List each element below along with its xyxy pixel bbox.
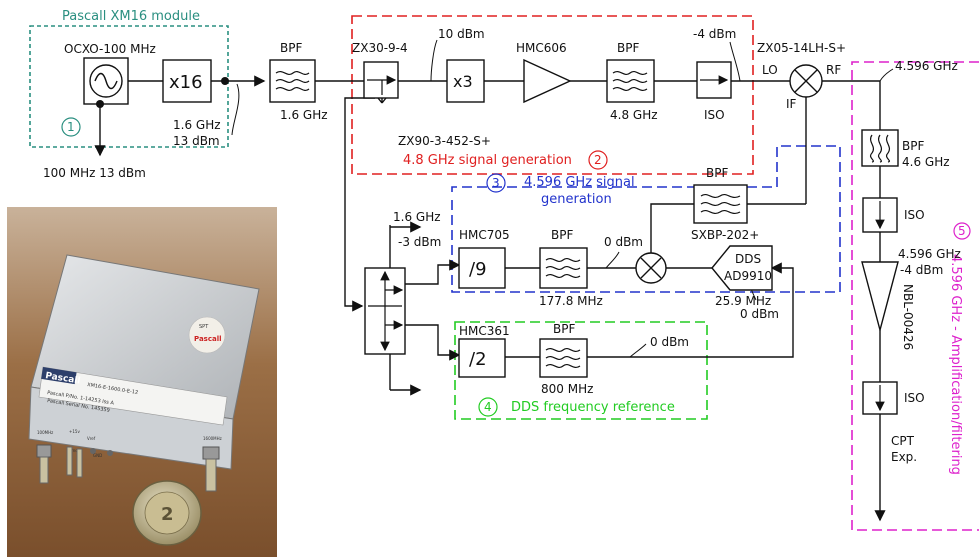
bpf5-label: BPF: [706, 166, 728, 180]
coupler-out-level: 10 dBm: [438, 27, 485, 41]
dds-part: AD9910: [724, 269, 772, 283]
bpf4-freq: 177.8 MHz: [539, 294, 603, 308]
amp2-label: NBL-00426: [901, 284, 915, 350]
bpf3-freq: 4.6 GHz: [902, 155, 950, 169]
cpt-exp-label: Exp.: [891, 450, 917, 464]
section3-title-line1: 4.596 GHz signal: [524, 175, 635, 190]
div2-out-level: 0 dBm: [650, 335, 689, 349]
port-label-gnd: GND: [93, 453, 102, 458]
bpf2-label: BPF: [617, 41, 639, 55]
mixer1-label: ZX05-14LH-S+: [757, 41, 846, 55]
port-label-1600mhz: 1600MHz: [203, 436, 222, 441]
bpf3-label: BPF: [902, 139, 924, 153]
divider-2-label: /2: [469, 349, 487, 370]
coin-value: 2: [161, 504, 174, 525]
ocxo-label: OCXO-100 MHz: [64, 42, 156, 56]
bpf6-freq: 800 MHz: [541, 382, 593, 396]
bpf1-label: BPF: [280, 41, 302, 55]
section3-number: 3: [492, 176, 500, 190]
section3-title-line2: generation: [541, 192, 612, 207]
mixer1-if: IF: [786, 97, 797, 111]
section1-number: 1: [67, 120, 75, 134]
junction-dot-2: [221, 77, 229, 85]
section5-title: 4.596 GHz - Amplification/filtering: [948, 254, 963, 475]
amplifier-icon: [524, 60, 570, 102]
divider-9-label: /9: [469, 259, 487, 280]
isolator1-label: ISO: [704, 108, 725, 122]
section5-number: 5: [958, 224, 966, 238]
rf-out-level: 4.596 GHz: [895, 59, 958, 73]
split-freq: 1.6 GHz: [393, 210, 441, 224]
port-label-vref: Vref: [87, 436, 96, 441]
lo-in-level: -4 dBm: [693, 27, 736, 41]
ocxo-oscillator: OCXO-100 MHz: [64, 42, 156, 104]
section1-title: Pascall XM16 module: [62, 9, 200, 24]
isolator3-label: ISO: [904, 391, 925, 405]
junction-dot: [96, 100, 104, 108]
amplifier2-icon: [862, 262, 898, 330]
section2-title: 4.8 GHz signal generation: [403, 153, 572, 168]
bpf1-freq: 1.6 GHz: [280, 108, 328, 122]
split-power: -3 dBm: [398, 235, 441, 249]
isolator2-label: ISO: [904, 208, 925, 222]
bpf4-label: BPF: [551, 228, 573, 242]
module-sticker-line2: Pascall: [194, 335, 222, 343]
div9-part: HMC705: [459, 228, 510, 242]
out100-label: 100 MHz 13 dBm: [43, 166, 146, 180]
multiplier-x16-label: x16: [169, 72, 203, 93]
mixer1-rf: RF: [826, 63, 841, 77]
port-label-vcc: +15v: [69, 429, 80, 434]
section2-number: 2: [594, 153, 602, 167]
x16-out-freq: 1.6 GHz: [173, 118, 221, 132]
div9-out-level: 0 dBm: [604, 235, 643, 249]
port-label-100mhz: 100MHz: [37, 430, 53, 435]
dds-label: DDS: [735, 252, 761, 266]
mixer1-lo: LO: [762, 63, 778, 77]
amp-in-power: -4 dBm: [900, 263, 943, 277]
bpf6-label: BPF: [553, 322, 575, 336]
cpt-label: CPT: [891, 434, 915, 448]
module-photo-drawing: Pascall XM16-E-1600.0-E-12 Pascall P/No.…: [7, 207, 277, 557]
bpf5-part: SXBP-202+: [691, 228, 759, 242]
module-photo: Pascall XM16-E-1600.0-E-12 Pascall P/No.…: [7, 207, 277, 557]
bpf2-freq: 4.8 GHz: [610, 108, 658, 122]
x16-out-power: 13 dBm: [173, 134, 220, 148]
multiplier-x3-part: ZX90-3-452-S+: [398, 134, 491, 148]
module-sticker-line1: SPT: [199, 324, 209, 330]
coupler-label: ZX30-9-4: [352, 41, 408, 55]
dds-out-freq: 25.9 MHz: [715, 294, 771, 308]
dds-out-power: 0 dBm: [740, 307, 779, 321]
section4-number: 4: [484, 400, 492, 414]
section4-title: DDS frequency reference: [511, 400, 675, 415]
amp1-label: HMC606: [516, 41, 567, 55]
amp-in-freq: 4.596 GHz: [898, 247, 961, 261]
multiplier-x3-label: x3: [453, 72, 473, 91]
div2-part: HMC361: [459, 324, 510, 338]
